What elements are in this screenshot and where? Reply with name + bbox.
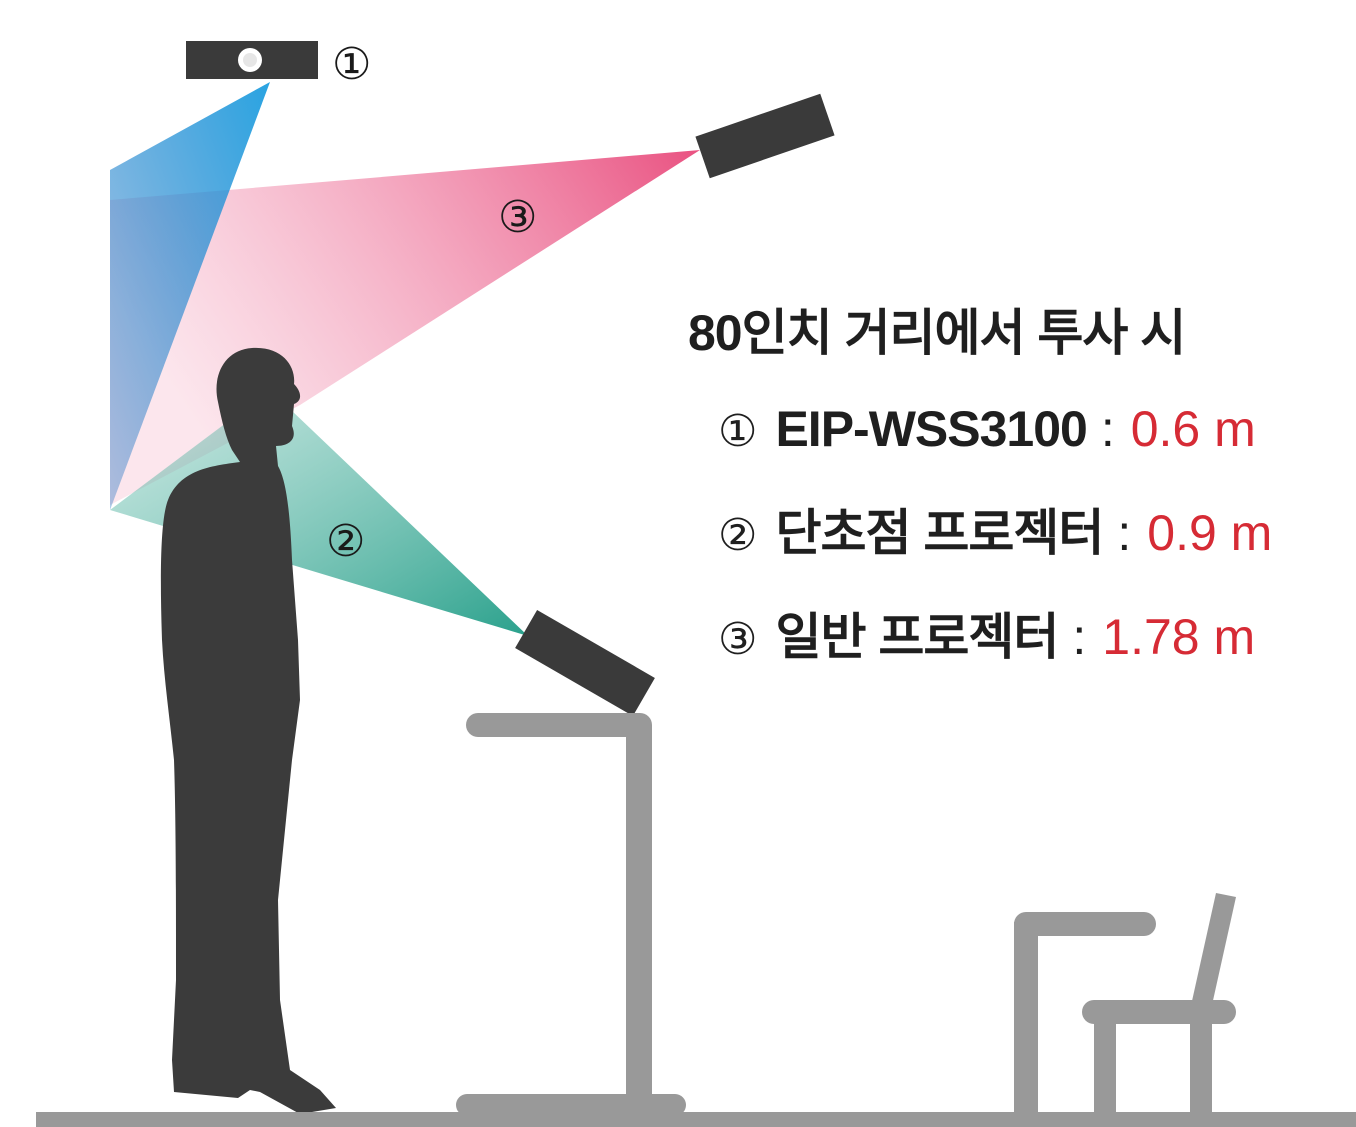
info-row-2: ② 단초점 프로젝터 : 0.9 m (718, 500, 1348, 604)
person-silhouette (160, 347, 336, 1114)
row-name-2: 단초점 프로젝터 (775, 505, 1104, 561)
marker-projector-3: ③ (498, 192, 537, 243)
student-desk (1014, 912, 1156, 1118)
row-marker-2: ② (718, 510, 758, 561)
ceiling-projector (186, 41, 318, 79)
info-row-3: ③ 일반 프로젝터 : 1.78 m (718, 604, 1348, 708)
projection-beam-1 (110, 82, 270, 510)
row-value-1: 0.6 m (1130, 401, 1256, 457)
marker-projector-1: ① (332, 39, 371, 90)
row-separator-2: : (1117, 505, 1132, 561)
info-title: 80인치 거리에서 투사 시 (688, 305, 1186, 361)
row-separator-1: : (1100, 401, 1115, 457)
row-value-3: 1.78 m (1102, 609, 1256, 665)
info-row-1: ① EIP-WSS3100 : 0.6 m (718, 396, 1348, 500)
row-name-1: EIP-WSS3100 (775, 401, 1087, 457)
wall-projector (695, 93, 835, 179)
podium-projector (515, 609, 655, 717)
distance-info-panel: 80인치 거리에서 투사 시 ① EIP-WSS3100 : 0.6 m ② 단… (688, 300, 1348, 708)
podium (456, 713, 686, 1116)
chair (1082, 893, 1236, 1118)
row-value-2: 0.9 m (1147, 505, 1273, 561)
row-marker-3: ③ (718, 614, 758, 665)
row-name-3: 일반 프로젝터 (775, 609, 1059, 665)
projection-beam-2 (110, 390, 528, 636)
floor-line (36, 1112, 1356, 1127)
row-marker-1: ① (718, 406, 758, 457)
row-separator-3: : (1072, 609, 1087, 665)
marker-projector-2: ② (326, 516, 365, 567)
